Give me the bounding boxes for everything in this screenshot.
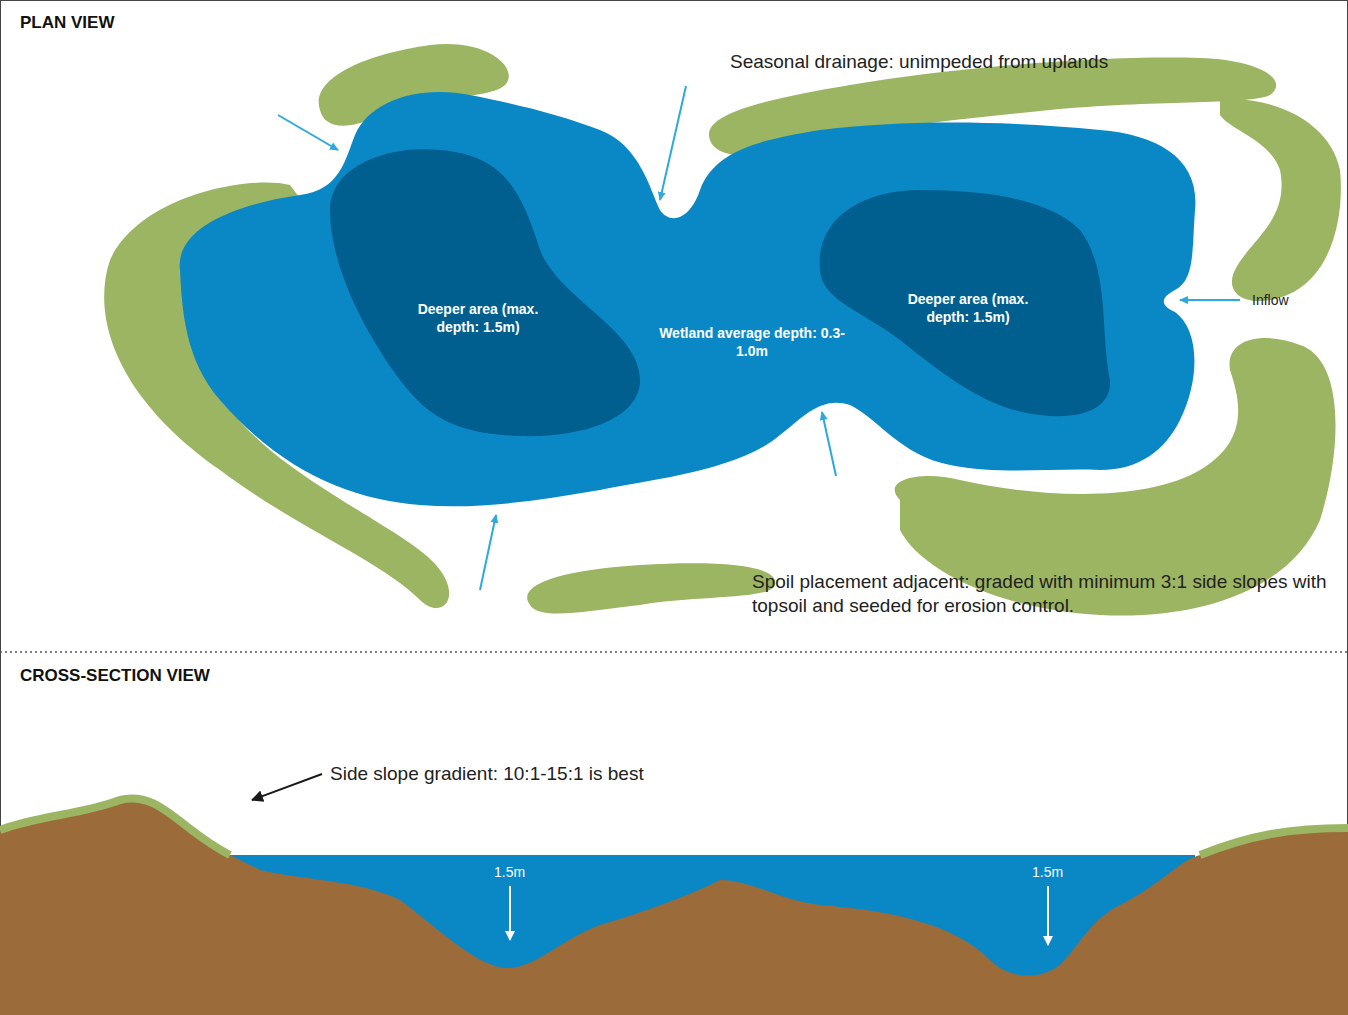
deeper-area-shape — [820, 190, 1110, 416]
slope-note: Side slope gradient: 10:1-15:1 is best — [330, 762, 644, 786]
deeper-area: Deeper area (max. depth: 1.5m) — [815, 185, 1115, 420]
spoil-note: Spoil placement adjacent: graded with mi… — [752, 570, 1340, 618]
wetland-pool: Wetland average depth: 0.3-1.0m Deeper ar… — [175, 85, 1205, 515]
slope-pointer — [252, 774, 322, 800]
section-heading: PLAN VIEW — [20, 12, 114, 33]
deeper-area-label: Deeper area (max. depth: 1.5m) — [893, 291, 1043, 326]
section-topsoil — [0, 798, 1348, 855]
depth-dimension: 1.5m — [1032, 864, 1063, 882]
section-ground — [0, 798, 1348, 1015]
spoil-berms — [104, 44, 1341, 616]
wetland-pool-shape — [180, 92, 1196, 506]
section-divider — [0, 651, 1348, 653]
depth-arrows — [510, 886, 1048, 945]
wetland-pool-label: Wetland average depth: 0.3-1.0m — [652, 325, 852, 360]
deeper-area-shape — [330, 149, 640, 436]
deeper-area-outline — [330, 145, 645, 440]
deeper-area-label: Deeper area (max. depth: 1.5m) — [403, 301, 553, 336]
drainage-note: Seasonal drainage: unimpeded from upland… — [730, 50, 1108, 74]
section-heading: CROSS-SECTION VIEW — [20, 665, 210, 686]
deeper-area: Deeper area (max. depth: 1.5m) — [330, 145, 645, 440]
inflow-label: Inflow — [1252, 292, 1289, 310]
depth-dimension: 1.5m — [494, 864, 525, 882]
